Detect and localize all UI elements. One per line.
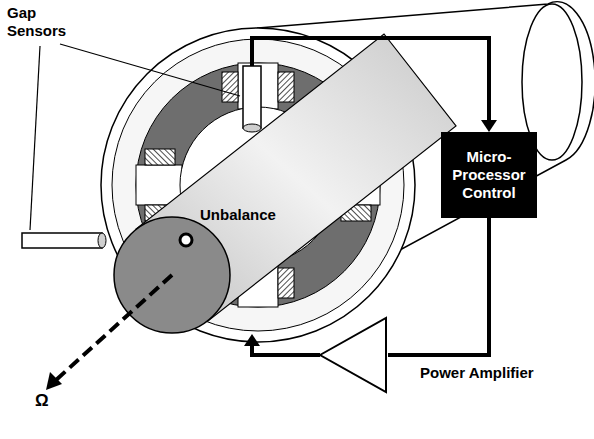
leader-line bbox=[60, 44, 240, 96]
controller-box: Micro-Processor Control bbox=[441, 132, 537, 218]
sensor-wire bbox=[252, 38, 489, 122]
left-gap-sensor-tip bbox=[98, 233, 106, 248]
rotation-symbol: Ω bbox=[34, 392, 50, 410]
leader-line bbox=[30, 46, 40, 230]
sensor-wire-arrowhead bbox=[481, 120, 497, 132]
top-gap-sensor-tip bbox=[243, 124, 261, 132]
amplifier-symbol bbox=[318, 316, 388, 394]
coil-wire bbox=[252, 344, 320, 355]
unbalance-mark bbox=[180, 234, 192, 246]
amplifier-label: Power Amplifier bbox=[420, 364, 534, 382]
control-wire bbox=[388, 218, 489, 355]
rotation-axis bbox=[56, 275, 172, 380]
left-gap-sensor bbox=[22, 233, 102, 248]
coil-wire-arrowhead bbox=[244, 334, 260, 346]
amplifier-triangle: Power Amplifier bbox=[318, 316, 388, 394]
sensor-label: Gap Sensors bbox=[6, 4, 80, 40]
controller-label: Micro-Processor Control bbox=[445, 148, 533, 202]
top-gap-sensor bbox=[243, 66, 261, 128]
part-label: Unbalance bbox=[200, 206, 276, 224]
axis-arrowhead bbox=[46, 372, 62, 390]
